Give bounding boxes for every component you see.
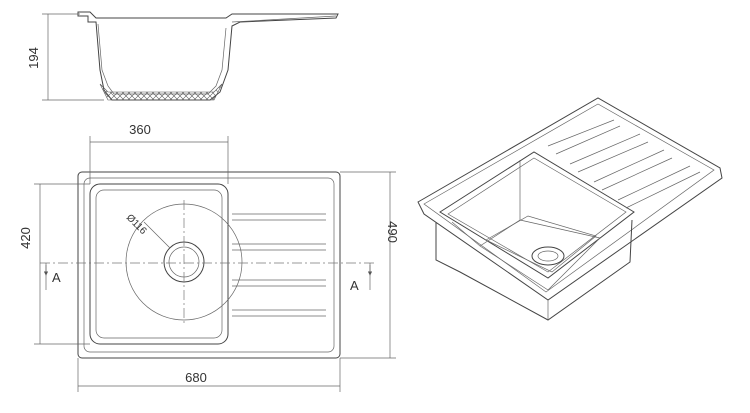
dim-bowl-width: 360 — [129, 122, 151, 137]
dim-bowl-depth: 420 — [18, 227, 33, 249]
isometric-view — [417, 97, 723, 321]
dim-height-profile: 194 — [26, 47, 41, 69]
dim-overall-width: 680 — [185, 370, 207, 385]
dim-drain-diameter: Ø116 — [124, 212, 149, 237]
dim-overall-depth: 490 — [385, 221, 400, 243]
plan-view: Ø116 A A 360 680 420 490 — [18, 122, 400, 392]
side-profile-view: 194 — [26, 11, 339, 101]
section-marker-right: A — [350, 278, 359, 293]
section-marker-left: A — [52, 270, 61, 285]
